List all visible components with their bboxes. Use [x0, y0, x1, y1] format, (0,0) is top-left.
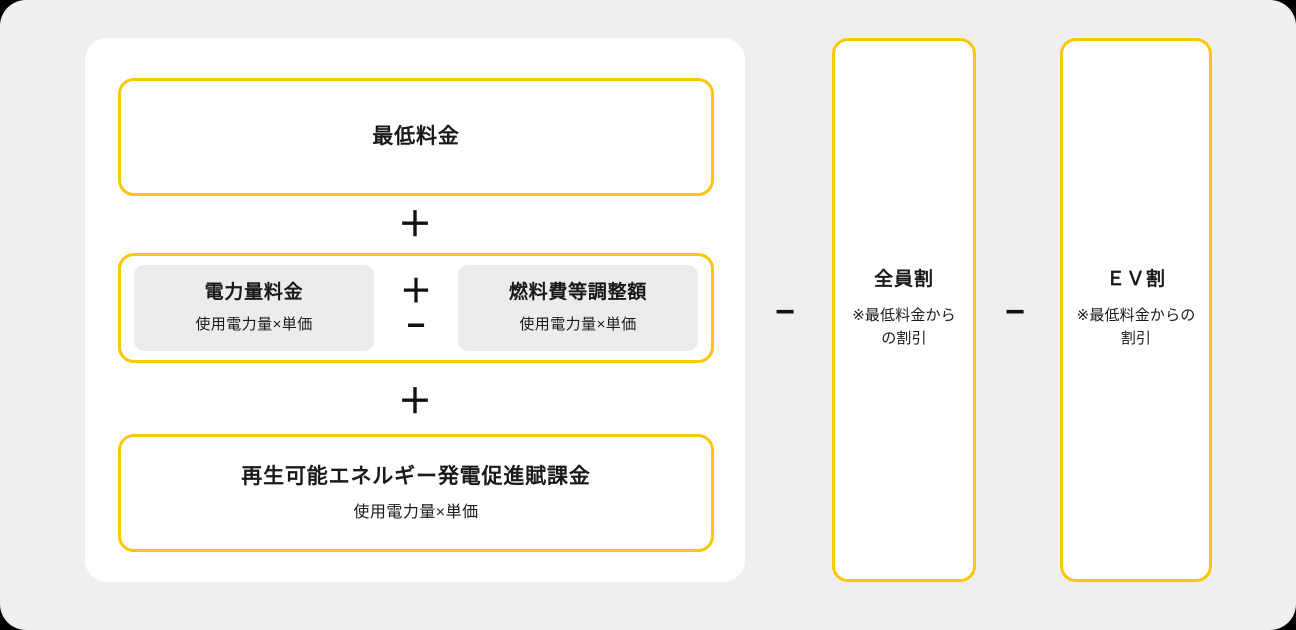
charge-box-subtitle: 使用電力量×単価: [353, 504, 479, 521]
usage-inner-group: 電力量料金 使用電力量×単価 ＋ − 燃料費等調整額 使用電力量×単価: [121, 256, 711, 360]
minus-operator-icon: −: [775, 293, 795, 331]
charge-subbox-fuel-cost-adjustment: 燃料費等調整額 使用電力量×単価: [458, 265, 698, 351]
charge-box-title: 再生可能エネルギー発電促進賦課金: [241, 464, 591, 488]
charge-box-title: 最低料金: [372, 125, 460, 149]
charge-subbox-electricity-usage-charge: 電力量料金 使用電力量×単価: [134, 265, 374, 351]
plus-minus-operator-icon: ＋ −: [394, 275, 438, 341]
discount-column-ev-wari: ＥＶ割 ※最低料金からの割引: [1060, 38, 1212, 582]
plus-operator-icon: ＋: [398, 383, 432, 421]
charge-subbox-title: 燃料費等調整額: [508, 282, 648, 304]
charge-box-usage-charge: 電力量料金 使用電力量×単価 ＋ − 燃料費等調整額 使用電力量×単価: [118, 253, 714, 363]
charge-box-renewable-energy-levy: 再生可能エネルギー発電促進賦課金 使用電力量×単価: [118, 434, 714, 552]
minus-operator-icon: −: [1005, 293, 1025, 331]
minus-glyph: −: [406, 307, 426, 343]
charge-breakdown-card: 最低料金 ＋ 電力量料金 使用電力量×単価 ＋ − 燃料費等調整額 使用電力量×…: [85, 38, 745, 582]
discount-column-note: ※最低料金からの割引: [852, 307, 956, 348]
charge-subbox-title: 電力量料金: [204, 282, 304, 304]
charge-subbox-subtitle: 使用電力量×単価: [195, 315, 313, 333]
discount-column-note: ※最低料金からの割引: [1076, 307, 1196, 348]
charge-subbox-subtitle: 使用電力量×単価: [519, 315, 637, 333]
charge-box-minimum-charge: 最低料金: [118, 78, 714, 196]
discount-column-zenin-wari: 全員割 ※最低料金からの割引: [832, 38, 976, 582]
plus-glyph: ＋: [399, 273, 432, 309]
discount-column-title: 全員割: [874, 269, 934, 291]
plus-operator-icon: ＋: [398, 206, 432, 244]
discount-column-title: ＥＶ割: [1106, 269, 1166, 291]
